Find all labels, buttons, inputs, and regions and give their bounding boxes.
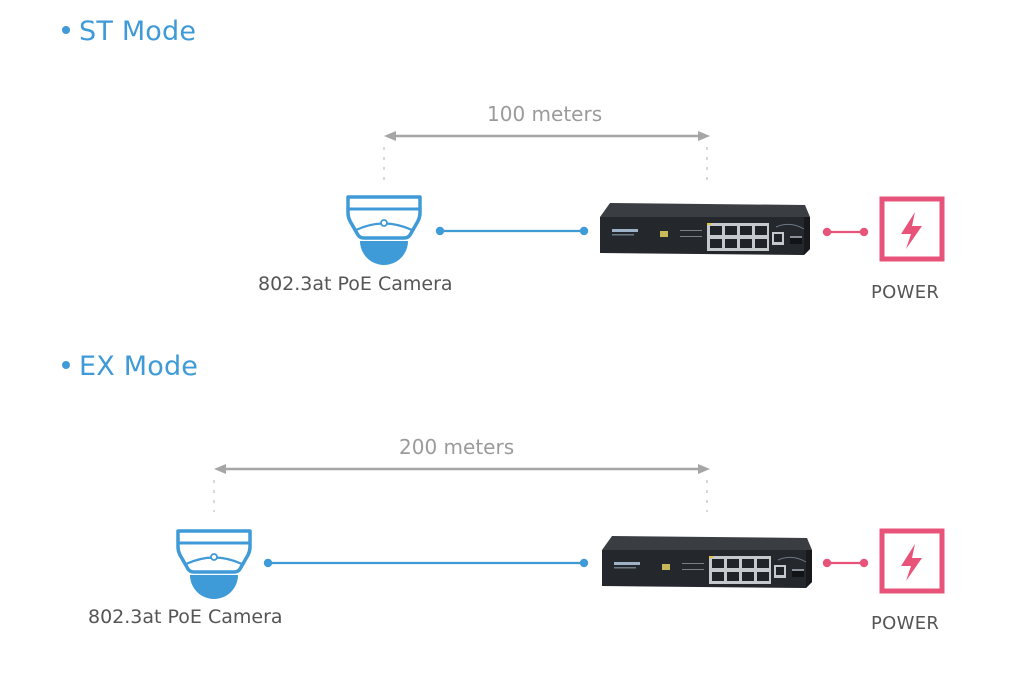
lightning-bolt-icon	[901, 544, 922, 581]
st-dimension-arrow	[383, 131, 710, 180]
ex-switch-power-link	[822, 558, 869, 568]
ex-power-label: POWER	[871, 613, 940, 634]
st-camera-label: 802.3at PoE Camera	[258, 273, 453, 295]
bullet-icon	[62, 25, 70, 34]
st-mode-title: ST Mode	[79, 16, 197, 47]
ex-distance-label: 200 meters	[399, 435, 515, 459]
st-power-label: POWER	[871, 282, 940, 303]
ex-power-icon	[879, 528, 945, 594]
st-camera-switch-link	[435, 226, 589, 236]
ex-camera-icon	[176, 529, 252, 599]
ex-mode-title: EX Mode	[79, 351, 199, 382]
ex-dimension-arrow	[213, 464, 710, 512]
st-camera-icon	[346, 195, 422, 265]
section-title-ex-mode: EX Mode	[62, 353, 198, 380]
st-power-icon	[879, 196, 945, 262]
ex-camera-label: 802.3at PoE Camera	[88, 606, 283, 628]
lightning-bolt-icon	[901, 212, 922, 249]
st-switch-power-link	[822, 227, 869, 237]
section-title-st-mode: ST Mode	[62, 18, 196, 45]
ex-camera-switch-link	[263, 558, 589, 568]
bullet-icon	[62, 360, 70, 369]
st-distance-label: 100 meters	[487, 102, 603, 126]
ex-poe-switch-icon	[602, 536, 812, 588]
st-poe-switch-icon	[600, 203, 810, 255]
